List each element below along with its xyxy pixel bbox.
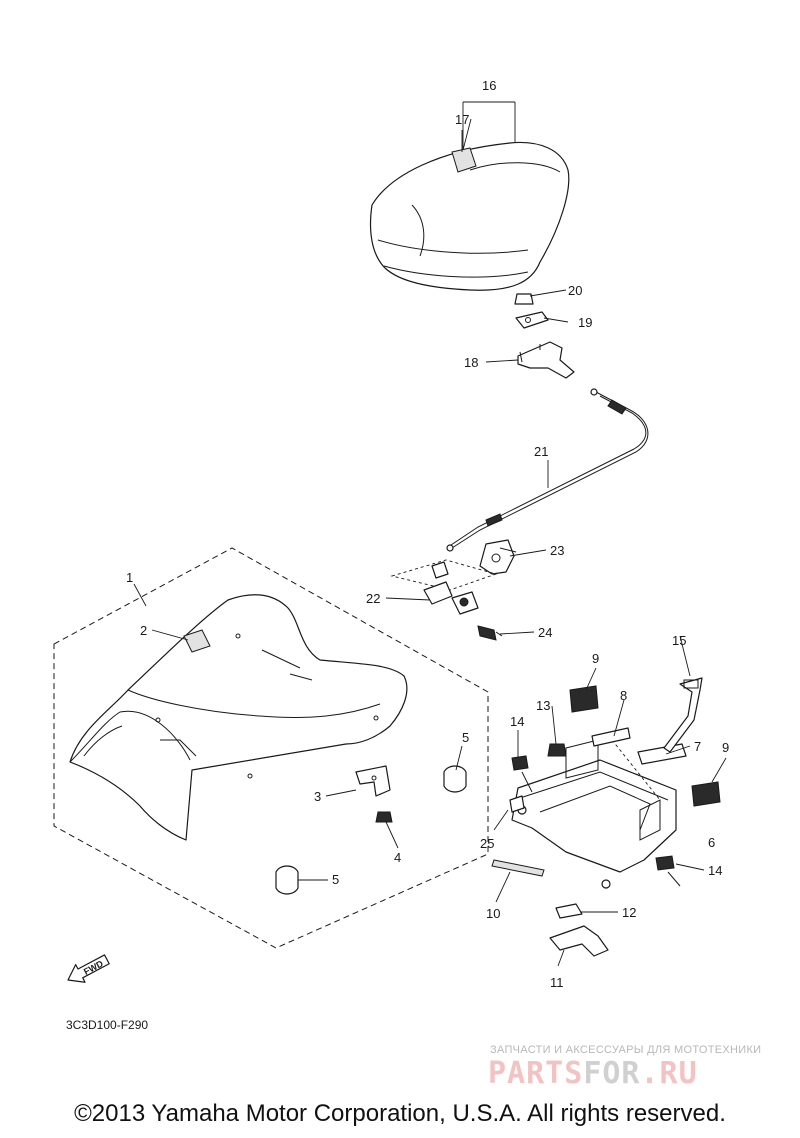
nut-4 <box>375 811 393 823</box>
cable-bracket-23 <box>479 539 517 575</box>
bolt-24 <box>477 625 503 641</box>
lock-hook-11 <box>549 925 609 957</box>
front-seat-group-outline <box>53 547 489 949</box>
seat-lock-18 <box>517 341 575 379</box>
seat-bracket-6 <box>511 739 677 889</box>
watermark-logo-ru: .RU <box>640 1056 698 1091</box>
drawing-code: 3C3D100-F290 <box>66 1018 149 1032</box>
callout-16: 16 <box>482 78 496 93</box>
watermark-logo-parts: PARTS <box>488 1056 584 1091</box>
callout-24: 24 <box>538 625 552 640</box>
callout-18: 18 <box>464 355 478 370</box>
watermark-logo: PARTSFOR.RU <box>488 1056 698 1091</box>
callout-9-lower: 9 <box>722 740 729 755</box>
callout-25: 25 <box>480 836 494 851</box>
damper-9-upper <box>569 685 599 713</box>
callout-5-lower: 5 <box>332 872 339 887</box>
damper-5-upper <box>443 765 467 793</box>
callout-7: 7 <box>694 739 701 754</box>
callout-11: 11 <box>550 975 564 990</box>
plate-19 <box>515 311 549 329</box>
callout-3: 3 <box>314 789 321 804</box>
copyright-notice: ©2013 Yamaha Motor Corporation, U.S.A. A… <box>74 1100 726 1127</box>
callout-4: 4 <box>394 850 401 865</box>
callout-5-upper: 5 <box>462 730 469 745</box>
seat-hook-3 <box>355 765 391 797</box>
watermark-logo-for: FOR <box>583 1056 641 1091</box>
collar-20 <box>514 293 534 305</box>
callout-2: 2 <box>140 623 147 638</box>
nut-13 <box>547 743 567 757</box>
front-seat-label-patch <box>183 629 211 653</box>
damper-9-lower <box>691 781 721 807</box>
seat-lock-cable <box>446 388 649 552</box>
callout-8: 8 <box>620 688 627 703</box>
callout-9-upper: 9 <box>592 651 599 666</box>
callout-12: 12 <box>622 905 636 920</box>
leader-lines <box>133 118 727 967</box>
seat-label-patch <box>451 147 477 173</box>
callout-22: 22 <box>366 591 380 606</box>
watermark-subtitle: ЗАПЧАСТИ И АКСЕССУАРЫ ДЛЯ МОТОТЕХНИКИ <box>490 1044 762 1056</box>
callout-14-left: 14 <box>510 714 524 729</box>
callout-17: 17 <box>455 112 469 127</box>
callout-13: 13 <box>536 698 550 713</box>
plate-12 <box>555 903 583 919</box>
callouts: 16 17 20 19 18 21 23 22 24 1 2 15 9 8 13… <box>126 78 729 990</box>
callout-6: 6 <box>708 835 715 850</box>
callout-14-right: 14 <box>708 863 722 878</box>
callout-23: 23 <box>550 543 564 558</box>
damper-25 <box>509 795 525 813</box>
bolt-14-right <box>655 855 681 887</box>
bolt-14-left <box>511 755 533 793</box>
plate-8 <box>591 727 631 747</box>
damper-5-lower <box>275 865 299 895</box>
callout-10: 10 <box>486 906 500 921</box>
rubber-strip-10 <box>491 859 545 877</box>
lock-cylinder-22 <box>390 559 498 615</box>
callout-19: 19 <box>578 315 592 330</box>
callout-bracket-16 <box>461 101 516 152</box>
front-seat-1 <box>69 594 408 841</box>
callout-20: 20 <box>568 283 582 298</box>
callout-1: 1 <box>126 570 133 585</box>
rear-seat-cushion <box>369 141 570 291</box>
plate-7 <box>637 743 687 765</box>
callout-21: 21 <box>534 444 548 459</box>
seat-strap-15 <box>663 677 703 753</box>
fwd-arrow-icon: FWD <box>67 954 110 983</box>
callout-15: 15 <box>672 633 686 648</box>
